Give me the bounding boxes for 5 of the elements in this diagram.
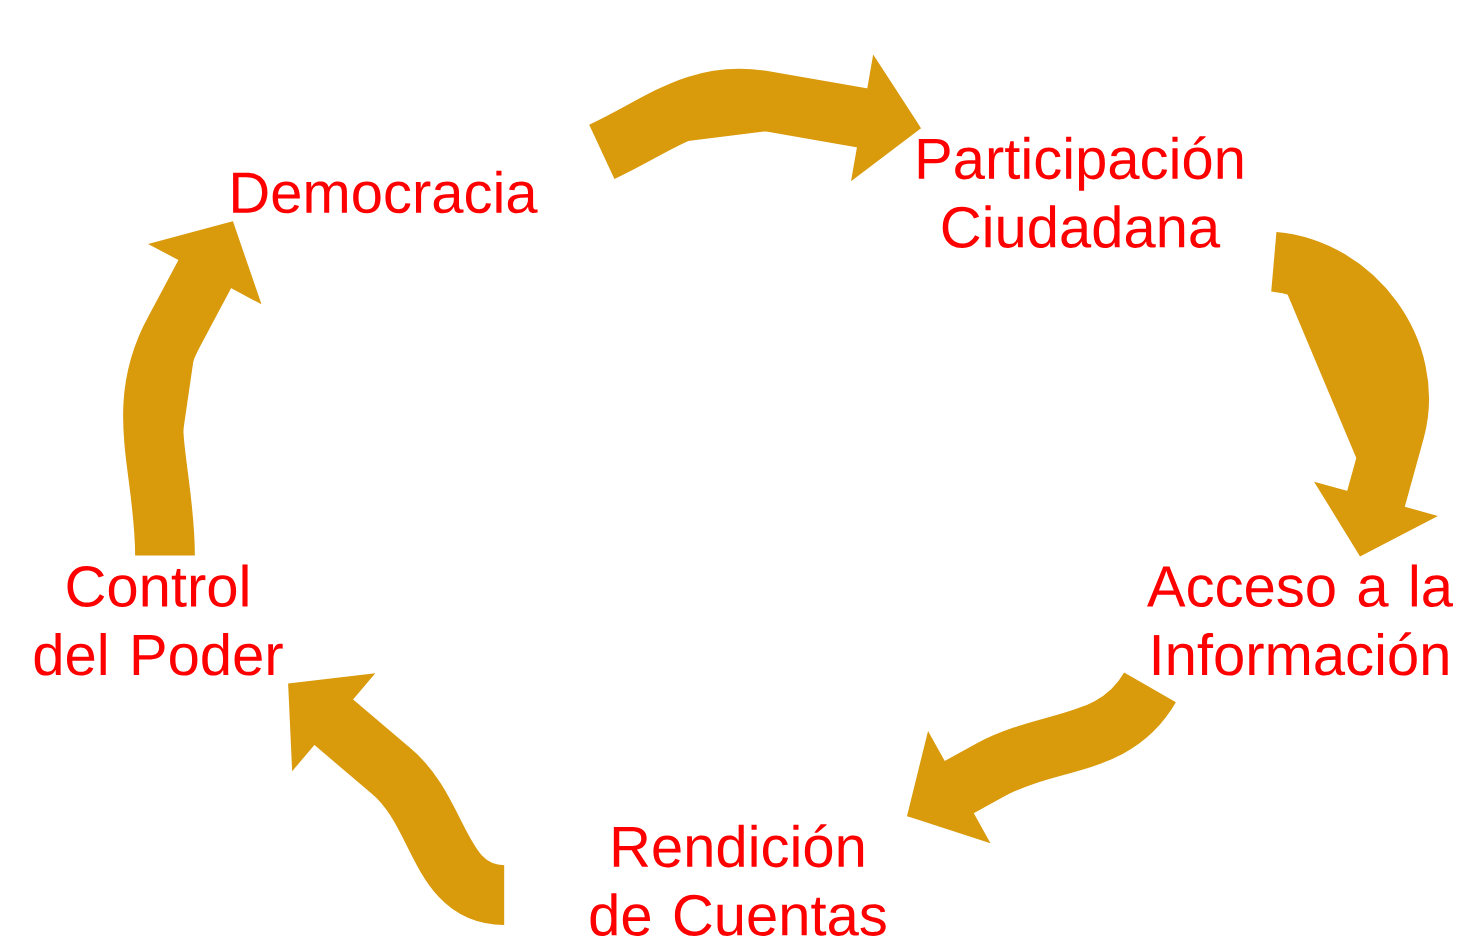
concept-label: Control del Poder [34,564,283,676]
concept-label: Acceso a la Información [1147,564,1453,676]
concept-label: Participación Ciudadana [918,136,1243,248]
concept-label: Rendición de Cuentas [590,824,886,936]
concept-label: Democracia [233,170,538,214]
